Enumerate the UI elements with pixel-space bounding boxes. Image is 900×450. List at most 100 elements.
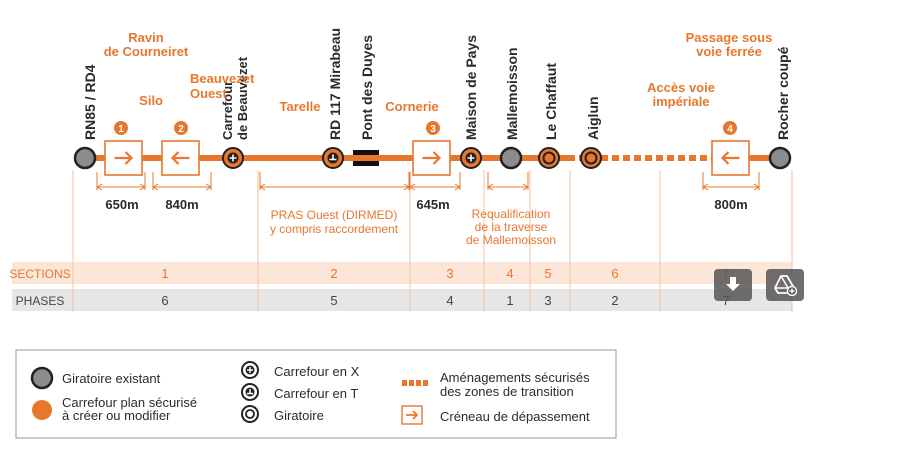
legend-carrefour-plan: à créer ou modifier	[62, 408, 171, 423]
label-beauvezet-ouest: Ouest	[190, 86, 228, 101]
creneau-2: 2	[161, 121, 200, 176]
phase-number: 2	[611, 293, 618, 308]
add-to-drive-button[interactable]	[766, 269, 804, 301]
section-number: 3	[446, 266, 453, 281]
dim-645m	[409, 172, 461, 191]
dim-pras	[259, 172, 410, 191]
span-requal: de Mallemoisson	[466, 233, 556, 247]
span-requal: Requalification	[472, 207, 551, 221]
label-ravin: de Courneiret	[104, 44, 189, 59]
creneau-3: 3	[412, 121, 451, 176]
phase-number: 1	[506, 293, 513, 308]
node-rn85	[73, 146, 97, 170]
creneau-4: 4	[711, 121, 750, 176]
sections-label: SECTIONS	[9, 267, 70, 281]
sections-phases-table: SECTIONSPHASES12345676541327	[9, 262, 792, 311]
legend-creneau: Créneau de dépassement	[440, 409, 590, 424]
label-le-chaffaut: Le Chaffaut	[543, 63, 559, 140]
dim-label: 645m	[416, 197, 449, 212]
creneau-arrow	[422, 151, 442, 165]
label-passage: Passage sous	[686, 30, 773, 45]
creneau-1: 1	[104, 121, 143, 176]
legend-transition-icon	[409, 380, 414, 386]
label-pont-duyes: Pont des Duyes	[359, 35, 375, 140]
legend-creneau-arrow	[406, 410, 419, 420]
label-tarelle: Tarelle	[280, 99, 321, 114]
creneau-arrow	[720, 151, 740, 165]
section-number: 5	[544, 266, 551, 281]
creneau-badge	[723, 121, 737, 135]
dim-label: 650m	[105, 197, 138, 212]
span-pras: PRAS Ouest (DIRMED)	[271, 208, 398, 222]
download-button[interactable]	[714, 269, 752, 301]
creneau-arrow	[114, 151, 134, 165]
node-aiglun	[580, 147, 602, 169]
node-carrefour-beauvezet	[222, 147, 244, 169]
creneau-badge	[174, 121, 188, 135]
add-to-drive-icon	[774, 275, 797, 296]
legend-giratoire-existant-icon	[30, 366, 54, 390]
legend-amenagements: des zones de transition	[440, 384, 574, 399]
phases-label: PHASES	[16, 294, 65, 308]
span-pras: y compris raccordement	[270, 222, 399, 236]
legend-transition-icon	[416, 380, 421, 386]
creneau-number: 3	[430, 124, 436, 135]
phase-number: 4	[446, 293, 453, 308]
legend-box	[15, 349, 617, 439]
creneau-number: 1	[118, 124, 124, 135]
creneau-number: 2	[178, 124, 184, 135]
download-icon	[726, 277, 740, 291]
phase-number: 5	[330, 293, 337, 308]
pont-duyes-mark	[353, 150, 379, 155]
node-maison-pays	[460, 147, 482, 169]
legend-carrefour-plan-icon	[32, 400, 52, 420]
creneau-arrow	[170, 151, 190, 165]
legend-amenagements: Aménagements sécurisés	[440, 370, 590, 385]
section-number: 6	[611, 266, 618, 281]
label-acces-voie: Accès voie	[647, 80, 715, 95]
legend-giratoire-icon	[241, 405, 259, 423]
section-number: 4	[506, 266, 513, 281]
creneaux-de-depassement: 1 2 3 4	[104, 121, 750, 176]
dim-label: 840m	[165, 197, 198, 212]
label-rd117: RD 117 Mirabeau	[327, 28, 343, 140]
node-le-chaffaut	[538, 147, 560, 169]
sections-row	[12, 262, 792, 284]
dim-800m	[702, 172, 760, 191]
creneau-badge	[426, 121, 440, 135]
label-silo: Silo	[139, 93, 163, 108]
pont-duyes-mark	[353, 161, 379, 166]
phase-number: 3	[544, 293, 551, 308]
legend-transition-icon	[402, 380, 407, 386]
section-number: 2	[330, 266, 337, 281]
route-nodes	[73, 146, 792, 170]
label-passage: voie ferrée	[696, 44, 762, 59]
creneau-badge	[114, 121, 128, 135]
dim-840m	[152, 172, 212, 191]
label-mallemoisson: Mallemoisson	[504, 47, 520, 140]
dim-650m	[96, 172, 146, 191]
label-ravin: Ravin	[128, 30, 163, 45]
label-cornerie: Cornerie	[385, 99, 438, 114]
label-rocher-coupe: Rocher coupé	[775, 46, 791, 140]
legend-carrefour-t: Carrefour en T	[274, 386, 358, 401]
legend-giratoire: Giratoire	[274, 408, 324, 423]
label-aiglun: Aiglun	[585, 96, 601, 140]
label-rn85: RN85 / RD4	[82, 64, 98, 140]
label-maison-pays: Maison de Pays	[463, 35, 479, 140]
phases-row	[12, 289, 792, 311]
legend-giratoire-existant: Giratoire existant	[62, 371, 161, 386]
section-number: 1	[161, 266, 168, 281]
node-rocher-coupe	[768, 146, 792, 170]
node-rd117	[322, 147, 344, 169]
dim-label: 800m	[714, 197, 747, 212]
label-acces-voie: impériale	[652, 94, 709, 109]
legend-carrefour-x: Carrefour en X	[274, 364, 360, 379]
label-carrefour-beauvezet: Carrefour	[220, 81, 235, 140]
creneau-number: 4	[727, 124, 733, 135]
label-beauvezet-ouest: Beauvezet	[190, 71, 255, 86]
legend-carrefour-plan: Carrefour plan sécurisé	[62, 395, 197, 410]
